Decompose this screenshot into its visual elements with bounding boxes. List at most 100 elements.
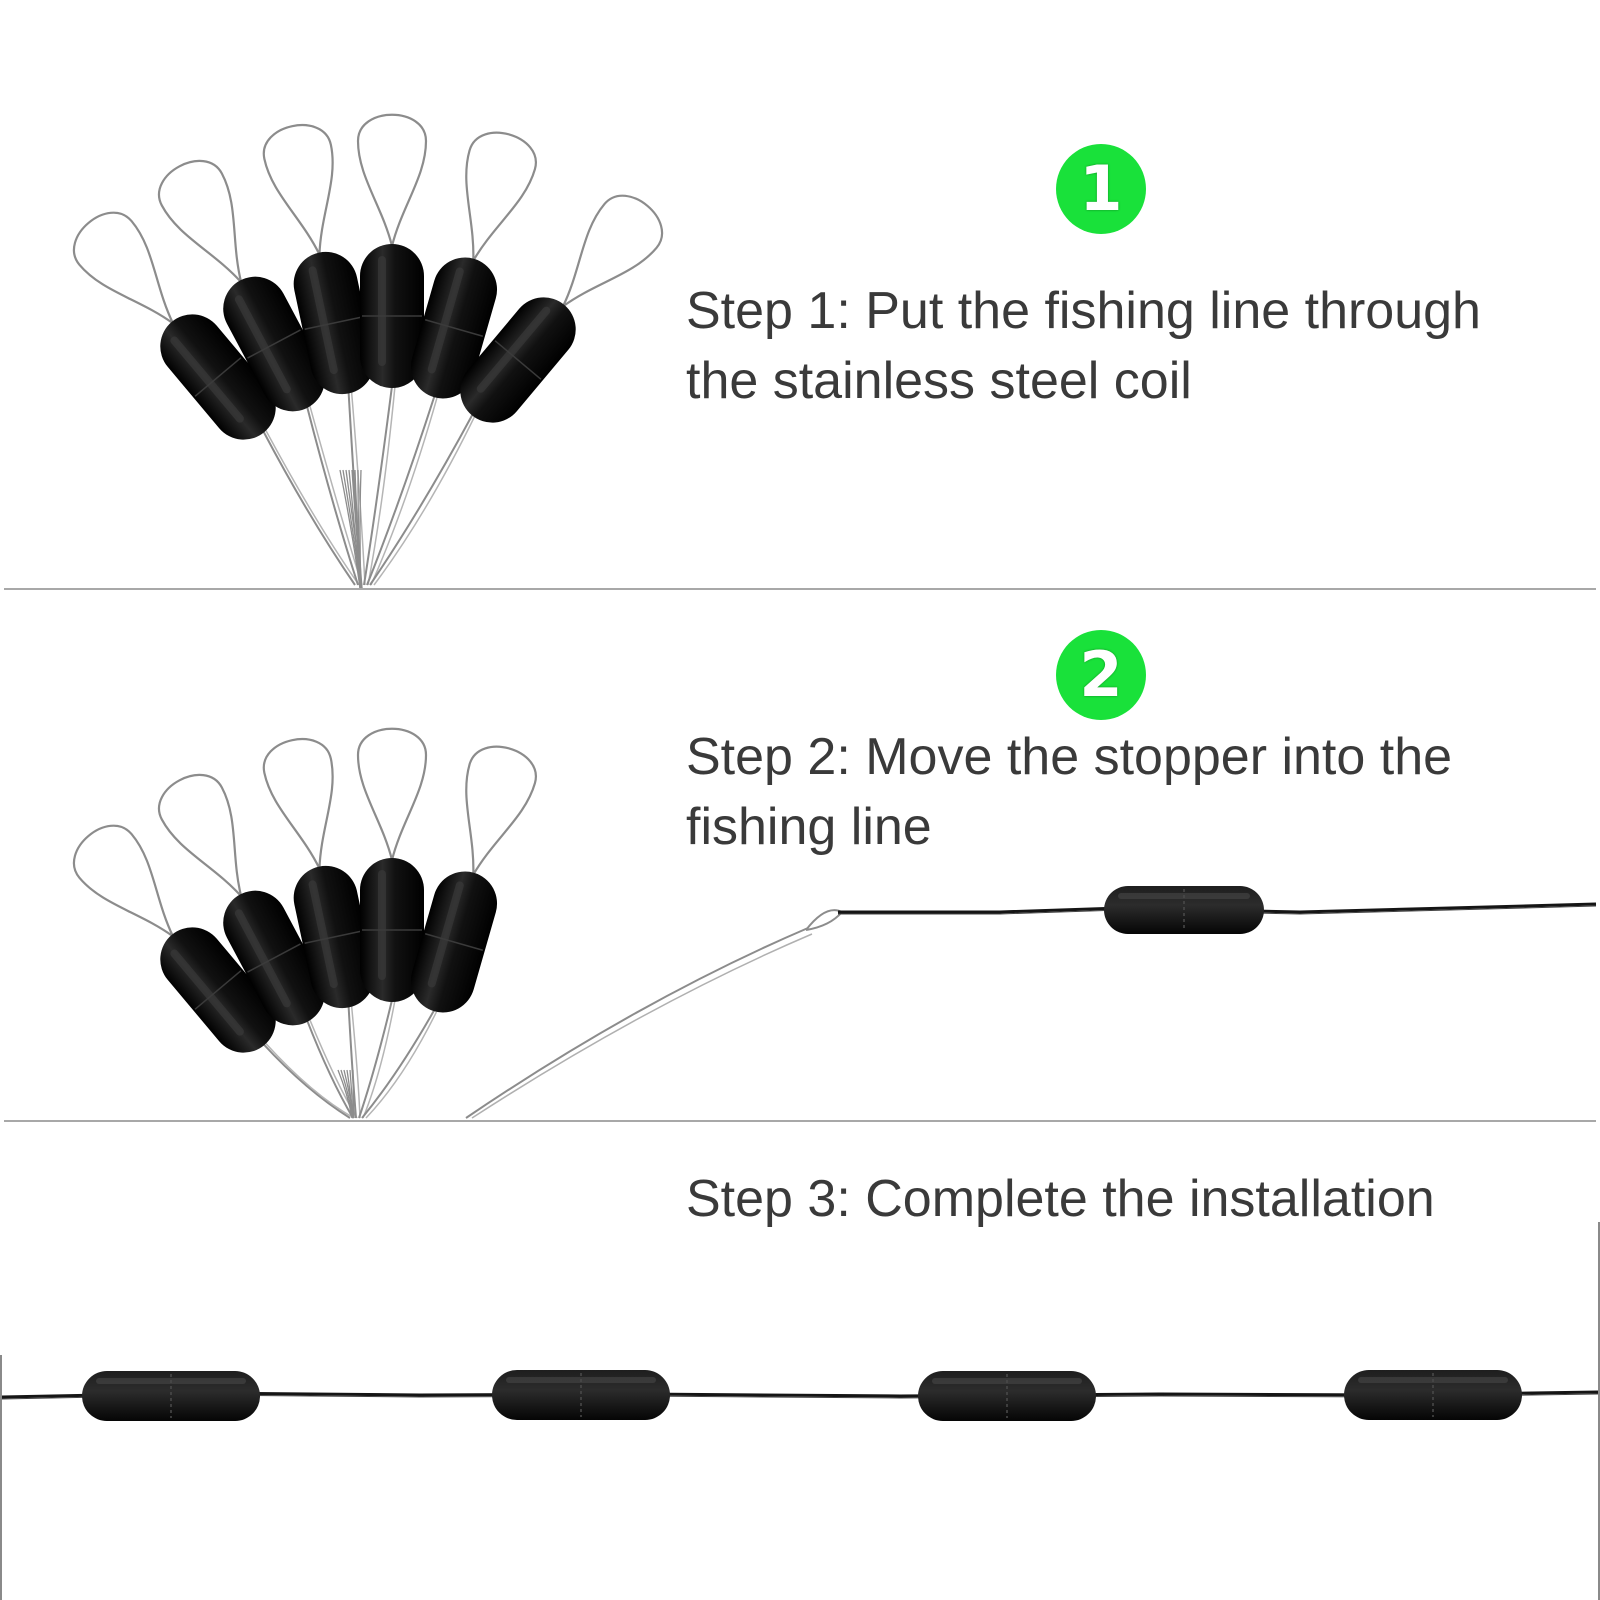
wire-tail	[262, 430, 356, 586]
stopper-shine	[234, 295, 291, 394]
wire-tail	[362, 999, 396, 1119]
step-1-text: Step 1: Put the fishing line through the…	[686, 282, 1481, 410]
wire-tail	[361, 1008, 436, 1119]
wire-loop	[356, 113, 428, 247]
wire-bundle	[348, 469, 361, 589]
stopper-shine	[427, 267, 464, 374]
wire-bundle	[346, 1069, 353, 1119]
loop-stopper	[158, 160, 363, 586]
line-stopper	[492, 1370, 670, 1420]
stopper-shine	[1358, 1377, 1508, 1383]
loop-stopper	[72, 824, 355, 1119]
stopper-shine	[378, 870, 386, 980]
wire-tail	[347, 1005, 357, 1119]
stopper	[160, 927, 276, 1053]
step-2-text: Step 2: Move the stopper into the fishin…	[686, 728, 1453, 856]
stopper-shine	[506, 1377, 656, 1383]
stopper	[223, 276, 325, 412]
stopper-seam	[304, 930, 364, 944]
wire-loop-path	[465, 131, 537, 262]
wire-bundle	[352, 1069, 355, 1119]
wire-loop-path	[356, 727, 428, 861]
wire-tail	[369, 413, 474, 586]
wire-loop-path	[262, 124, 334, 256]
step-3-text: Step 3: Complete the installation	[686, 1170, 1435, 1228]
wire-loop	[72, 211, 174, 325]
stopper-shine	[378, 256, 386, 366]
wire-tail	[363, 385, 393, 586]
wire-loop	[356, 727, 428, 861]
wire-bundle	[349, 1069, 354, 1119]
stopper-shine	[1118, 893, 1250, 899]
line-stopper	[82, 1371, 260, 1421]
stopper	[410, 871, 498, 1013]
wire-bundle	[357, 469, 361, 589]
wire-loop	[72, 824, 174, 938]
loop-stopper	[369, 194, 664, 586]
loop-stopper	[72, 211, 360, 586]
step-1-badge-icon: 1	[1056, 144, 1146, 234]
stopper-seam	[494, 340, 542, 380]
wire-loop	[158, 774, 243, 897]
wire-tail	[265, 430, 360, 586]
frame-edge	[1598, 1222, 1600, 1600]
wire-loop	[465, 131, 537, 262]
stopper-shine	[476, 306, 551, 393]
stopper-shine	[932, 1378, 1082, 1384]
stopper-seam	[304, 316, 364, 330]
wire-loop-path	[562, 194, 664, 308]
stopper-seam	[247, 329, 301, 359]
wire-tail	[265, 1043, 355, 1119]
divider	[4, 588, 1596, 590]
wire-loop	[465, 745, 537, 876]
stopper	[223, 890, 325, 1026]
stopper-shine	[308, 880, 338, 989]
wire-tail	[367, 385, 396, 586]
loop-stopper	[262, 738, 375, 1119]
wire-tail	[305, 1019, 354, 1119]
wire-loop-path	[72, 824, 174, 938]
wire-tail	[305, 405, 359, 586]
divider	[4, 1120, 1596, 1122]
step-3-illustration	[1, 1370, 1599, 1421]
wire-tail	[366, 394, 436, 586]
stopper-seam	[247, 943, 301, 973]
loop-stopper	[262, 124, 375, 586]
stopper	[293, 865, 375, 1009]
wire-loop-path	[72, 211, 174, 325]
wire-tail	[350, 391, 366, 586]
frame-edge	[0, 1355, 2, 1600]
wire-tail	[350, 1005, 361, 1119]
wire-lead	[471, 933, 813, 1119]
line-stopper	[1344, 1370, 1522, 1420]
wire-loop-path	[465, 745, 537, 876]
wire-tail	[358, 999, 393, 1119]
wire-lead	[465, 927, 809, 1119]
stopper-shine	[308, 266, 338, 375]
stopper-shine	[234, 909, 291, 1008]
wire-bundle	[359, 469, 362, 589]
line-stopper	[918, 1371, 1096, 1421]
stopper	[160, 314, 276, 440]
wire-loop	[262, 738, 334, 870]
stopper-seam	[194, 357, 242, 397]
stopper-seam	[424, 933, 484, 951]
wire-loop-path	[356, 113, 428, 247]
wire-loop	[158, 160, 243, 283]
stopper-shine	[96, 1378, 246, 1384]
wire-loop	[562, 194, 664, 308]
stopper	[460, 297, 576, 423]
stopper-shine	[170, 949, 244, 1036]
loop-stopper	[356, 113, 428, 586]
line-stopper	[1104, 886, 1264, 934]
stopper	[360, 244, 424, 388]
wire-tail	[370, 395, 439, 586]
wire-bundle	[339, 469, 361, 589]
stopper-seam	[194, 970, 242, 1010]
wire-tail	[365, 1008, 439, 1119]
loop-stopper	[356, 727, 428, 1119]
stopper-seam	[424, 319, 484, 337]
wire-loop-path	[262, 738, 334, 870]
wire-tail	[373, 413, 477, 586]
